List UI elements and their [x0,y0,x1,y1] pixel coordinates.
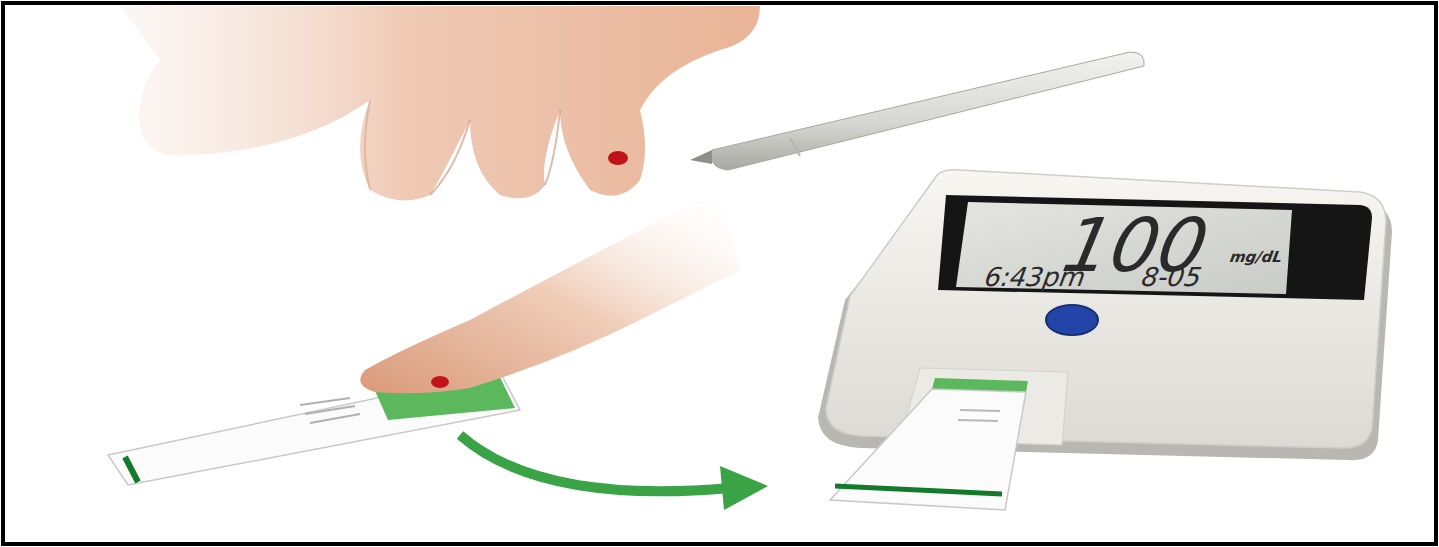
frame [3,3,1436,544]
lancet-pen [690,52,1144,170]
button [1046,305,1098,335]
pressing-finger [360,190,740,393]
time-readout: 6:43pm [983,264,1088,290]
blood-drop [608,151,628,165]
lcd-screen [956,202,1292,294]
screen-bezel [938,195,1372,300]
unit-label: mg/dL [1229,250,1284,265]
hand [120,6,760,200]
blood-drop [431,376,449,388]
glucose-meter [818,170,1392,510]
date-readout: 8-05 [1140,264,1204,290]
insert-arrow [460,435,768,510]
